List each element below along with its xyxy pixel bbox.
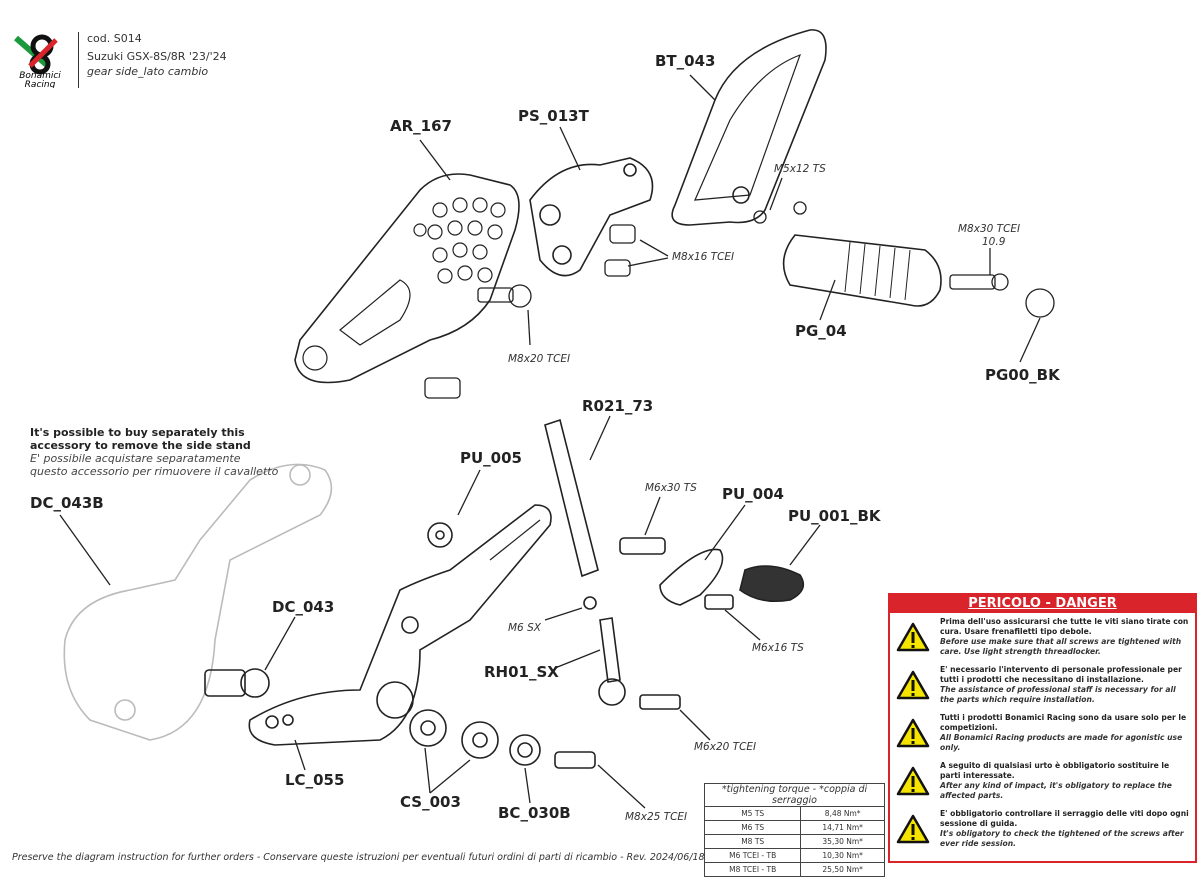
label-dc043b: DC_043B xyxy=(30,494,104,512)
part-r02173 xyxy=(544,418,599,578)
note-it-1: E' possibile acquistare separatamente xyxy=(30,452,241,465)
part-ps013t xyxy=(529,157,654,277)
product-model: Suzuki GSX-8S/8R '23/'24 xyxy=(87,50,227,63)
part-lc055 xyxy=(248,504,552,746)
torque-screw: M5 TS xyxy=(703,806,802,821)
label-pu004: PU_004 xyxy=(722,485,784,503)
torque-value: 10,30 Nm* xyxy=(800,848,885,863)
bonamici-logo: Bonamici Racing xyxy=(14,34,61,88)
warning-en: The assistance of professional staff is … xyxy=(940,685,1176,704)
part-ar167 xyxy=(294,173,520,384)
note-en-2: accessory to remove the side stand xyxy=(30,439,251,452)
label-m6x16: M6x16 TS xyxy=(752,642,804,654)
part-pu001bk xyxy=(739,565,805,603)
warning-item: E' obbligatorio controllare il serraggio… xyxy=(890,805,1195,853)
warning-it: Prima dell'uso assicurarsi che tutte le … xyxy=(940,617,1189,636)
label-dc043: DC_043 xyxy=(272,598,335,616)
product-side: gear side_lato cambio xyxy=(87,65,209,78)
warning-item: E' necessario l'intervento di personale … xyxy=(890,661,1195,709)
label-m6x20: M6x20 TCEI xyxy=(694,741,757,753)
label-pu005: PU_005 xyxy=(460,449,522,467)
torque-screw: M8 TCEI - TB xyxy=(703,862,802,877)
label-m8x20: M8x20 TCEI xyxy=(508,353,571,365)
torque-screw: M6 TS xyxy=(703,820,802,835)
label-lc055: LC_055 xyxy=(285,771,345,789)
warning-it: E' necessario l'intervento di personale … xyxy=(940,665,1182,684)
label-ps013t: PS_013T xyxy=(518,107,589,125)
label-m6x30: M6x30 TS xyxy=(645,482,697,494)
product-code: cod. S014 xyxy=(87,32,142,45)
torque-value: 14,71 Nm* xyxy=(800,820,885,835)
leader-lines xyxy=(59,74,1041,809)
side-stand-note: It's possible to buy separately this acc… xyxy=(30,426,278,478)
label-m8x30: M8x30 TCEI xyxy=(958,223,1021,235)
label-bc030b: BC_030B xyxy=(498,804,571,822)
warning-it: E' obbligatorio controllare il serraggio… xyxy=(940,809,1189,828)
label-m6sx: M6 SX xyxy=(508,622,541,634)
header-divider xyxy=(78,32,79,88)
label-pg00bk: PG00_BK xyxy=(985,366,1060,384)
note-en-1: It's possible to buy separately this xyxy=(30,426,245,439)
warning-item: Prima dell'uso assicurarsi che tutte le … xyxy=(890,613,1195,661)
part-dc043b xyxy=(63,463,333,741)
part-pu004 xyxy=(659,548,724,606)
warning-icon xyxy=(896,718,930,748)
label-ar167: AR_167 xyxy=(390,117,452,135)
label-m8x25: M8x25 TCEI xyxy=(625,811,688,823)
torque-screw: M8 TS xyxy=(703,834,802,849)
note-it-2: questo accessorio per rimuovere il caval… xyxy=(30,465,279,478)
torque-value: 8,48 Nm* xyxy=(800,806,885,821)
warning-item: Tutti i prodotti Bonamici Racing sono da… xyxy=(890,709,1195,757)
danger-box: PERICOLO - DANGER Prima dell'uso assicur… xyxy=(888,593,1197,863)
label-rh01sx: RH01_SX xyxy=(484,663,559,681)
torque-table: *tightening torque - *coppia di serraggi… xyxy=(703,783,885,877)
svg-text:Bonamici: Bonamici xyxy=(19,71,61,81)
label-m8x16: M8x16 TCEI xyxy=(672,251,735,263)
warning-en: After any kind of impact, it's obligator… xyxy=(940,781,1172,800)
torque-title: *tightening torque - *coppia di serraggi… xyxy=(704,783,885,807)
warning-en: All Bonamici Racing products are made fo… xyxy=(940,733,1183,752)
part-pg04 xyxy=(782,234,942,307)
torque-value: 35,30 Nm* xyxy=(800,834,885,849)
label-m5x12: M5x12 TS xyxy=(774,163,826,175)
warning-icon xyxy=(896,766,930,796)
warning-en: It's obligatory to check the tightened o… xyxy=(940,829,1184,848)
warning-en: Before use make sure that all screws are… xyxy=(940,637,1182,656)
warning-it: Tutti i prodotti Bonamici Racing sono da… xyxy=(940,713,1187,732)
svg-text:Racing: Racing xyxy=(25,80,56,88)
footer-note: Preserve the diagram instruction for fur… xyxy=(12,852,705,863)
label-bt043: BT_043 xyxy=(655,52,716,70)
danger-title: PERICOLO - DANGER xyxy=(890,595,1195,613)
label-pu001bk: PU_001_BK xyxy=(788,507,881,525)
warning-it: A seguito di qualsiasi urto è obbligator… xyxy=(940,761,1170,780)
screws-top xyxy=(424,201,1055,399)
label-pg04: PG_04 xyxy=(795,322,847,340)
label-m8x30-class: 10.9 xyxy=(982,236,1006,248)
warning-icon xyxy=(896,670,930,700)
torque-value: 25,50 Nm* xyxy=(800,862,885,877)
torque-screw: M6 TCEI - TB xyxy=(703,848,802,863)
part-bt043 xyxy=(671,29,827,226)
warning-icon xyxy=(896,814,930,844)
warning-icon xyxy=(896,622,930,652)
label-r02173: R021_73 xyxy=(582,397,654,415)
label-cs003: CS_003 xyxy=(400,793,461,811)
warning-item: A seguito di qualsiasi urto è obbligator… xyxy=(890,757,1195,805)
ar167-holes xyxy=(302,197,506,371)
